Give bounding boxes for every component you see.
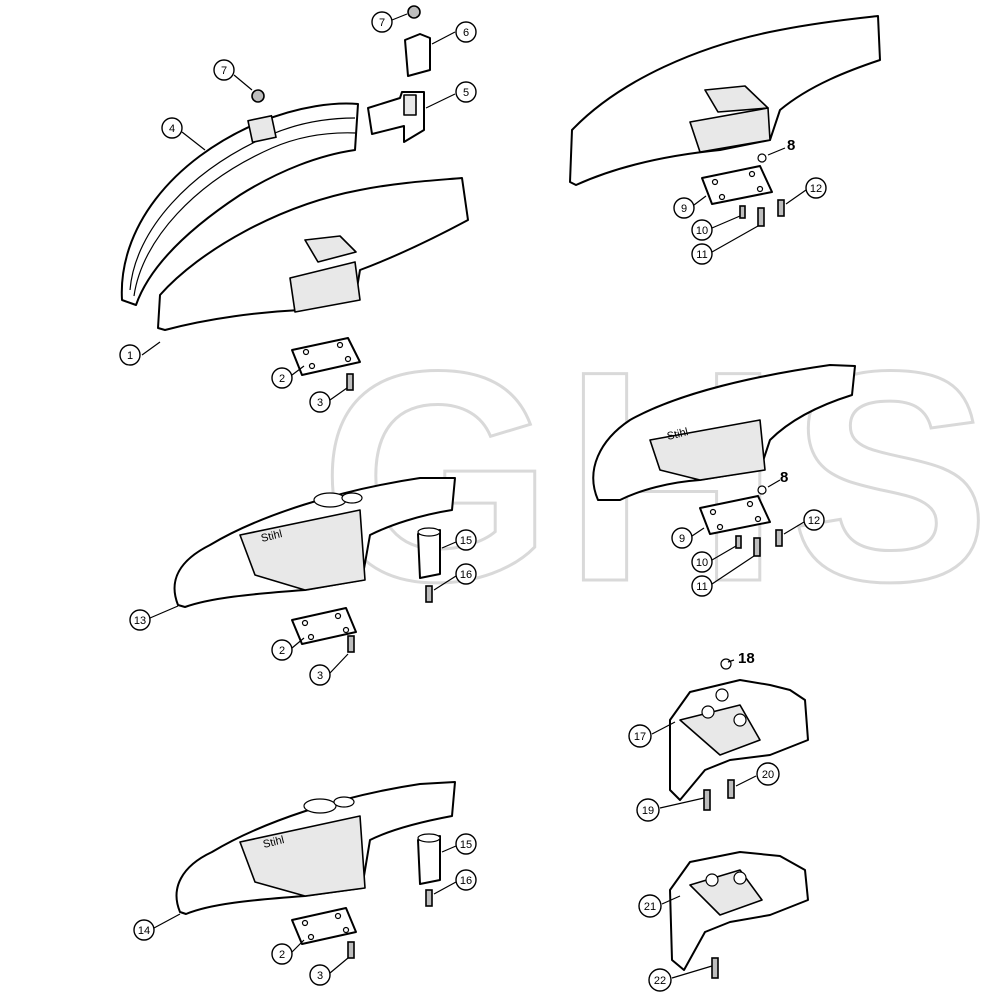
screw-10b (735, 535, 742, 549)
brand-label-13: Stihl (260, 528, 284, 545)
guard-assembly-top-right (569, 15, 881, 227)
screw-16a (425, 585, 433, 603)
screw-16b (425, 889, 433, 907)
callouts-group-b: 8 9 10 11 12 (673, 137, 827, 265)
callout-1: 1 (127, 350, 133, 362)
callouts-group-g: 21 22 (638, 894, 713, 992)
callouts-group-c: 8 9 10 11 12 (671, 469, 825, 597)
callout-20: 20 (762, 769, 774, 781)
callout-11b: 11 (696, 581, 707, 593)
washer-8b (757, 485, 767, 495)
deflector-clip (247, 114, 277, 144)
brand-label-c: Stihl (666, 426, 690, 443)
screw-3b (347, 635, 355, 653)
guard-assembly-14: Stihl (175, 781, 456, 959)
washer-8a (757, 153, 767, 163)
deflector-assembly-21 (669, 851, 809, 979)
callout-16b: 16 (460, 875, 472, 887)
callout-2c: 2 (279, 949, 285, 961)
sleeve-15a (417, 529, 441, 579)
washer-18 (720, 658, 732, 670)
callout-7b: 7 (379, 17, 385, 29)
plate-9a (701, 165, 773, 205)
callout-8a: 8 (787, 137, 795, 154)
callout-2a: 2 (279, 373, 285, 385)
screw-12a (777, 199, 785, 217)
callout-6: 6 (463, 27, 469, 39)
deflector-assembly-17 (669, 658, 809, 811)
callout-12b: 12 (808, 515, 820, 527)
callout-3b: 3 (317, 670, 323, 682)
callout-18: 18 (738, 650, 755, 667)
sleeve-15b (417, 835, 441, 885)
callout-11a: 11 (696, 249, 707, 261)
callout-8b: 8 (780, 469, 788, 486)
callout-9b: 9 (679, 533, 685, 545)
guard-assembly-13: Stihl (173, 477, 456, 653)
callouts-group-e: 14 15 16 2 3 (133, 833, 477, 986)
callout-21: 21 (644, 901, 656, 913)
screw-11a (757, 207, 765, 227)
callout-16a: 16 (460, 569, 472, 581)
callout-3a: 3 (317, 397, 323, 409)
deflector-strip-4 (120, 102, 359, 306)
callouts-group-a: 1 2 3 4 5 6 7 7 (119, 11, 477, 413)
callout-5: 5 (463, 87, 469, 99)
callout-7a: 7 (221, 65, 227, 77)
callout-2b: 2 (279, 645, 285, 657)
screw-7a (251, 89, 265, 103)
callout-13: 13 (134, 615, 146, 627)
brand-label-14: Stihl (262, 834, 286, 851)
screw-3a (346, 373, 354, 391)
callouts-group-d: 13 15 16 2 3 (129, 529, 477, 686)
screw-19 (703, 789, 711, 811)
callout-10b: 10 (696, 557, 708, 569)
callout-10a: 10 (696, 225, 708, 237)
callout-15b: 15 (460, 839, 472, 851)
callout-17: 17 (634, 731, 646, 743)
plate-2c (291, 907, 357, 945)
callout-15a: 15 (460, 535, 472, 547)
screw-20 (727, 779, 735, 799)
screw-12b (775, 529, 783, 547)
callout-3c: 3 (317, 970, 323, 982)
callout-19: 19 (642, 805, 654, 817)
screw-3c (347, 941, 355, 959)
callout-4: 4 (169, 123, 175, 135)
callout-22: 22 (654, 975, 666, 987)
screw-22 (711, 957, 719, 979)
guard-assembly-1 (120, 5, 469, 391)
callout-14: 14 (138, 925, 150, 937)
screw-11b (753, 537, 761, 557)
screw-7b (407, 5, 421, 19)
guard-assembly-middle-right: Stihl (592, 364, 856, 557)
callout-9a: 9 (681, 203, 687, 215)
callout-12a: 12 (810, 183, 822, 195)
screw-10a (739, 205, 746, 219)
callouts-group-f: 18 17 19 20 (628, 650, 780, 822)
clamp-6 (404, 33, 431, 77)
